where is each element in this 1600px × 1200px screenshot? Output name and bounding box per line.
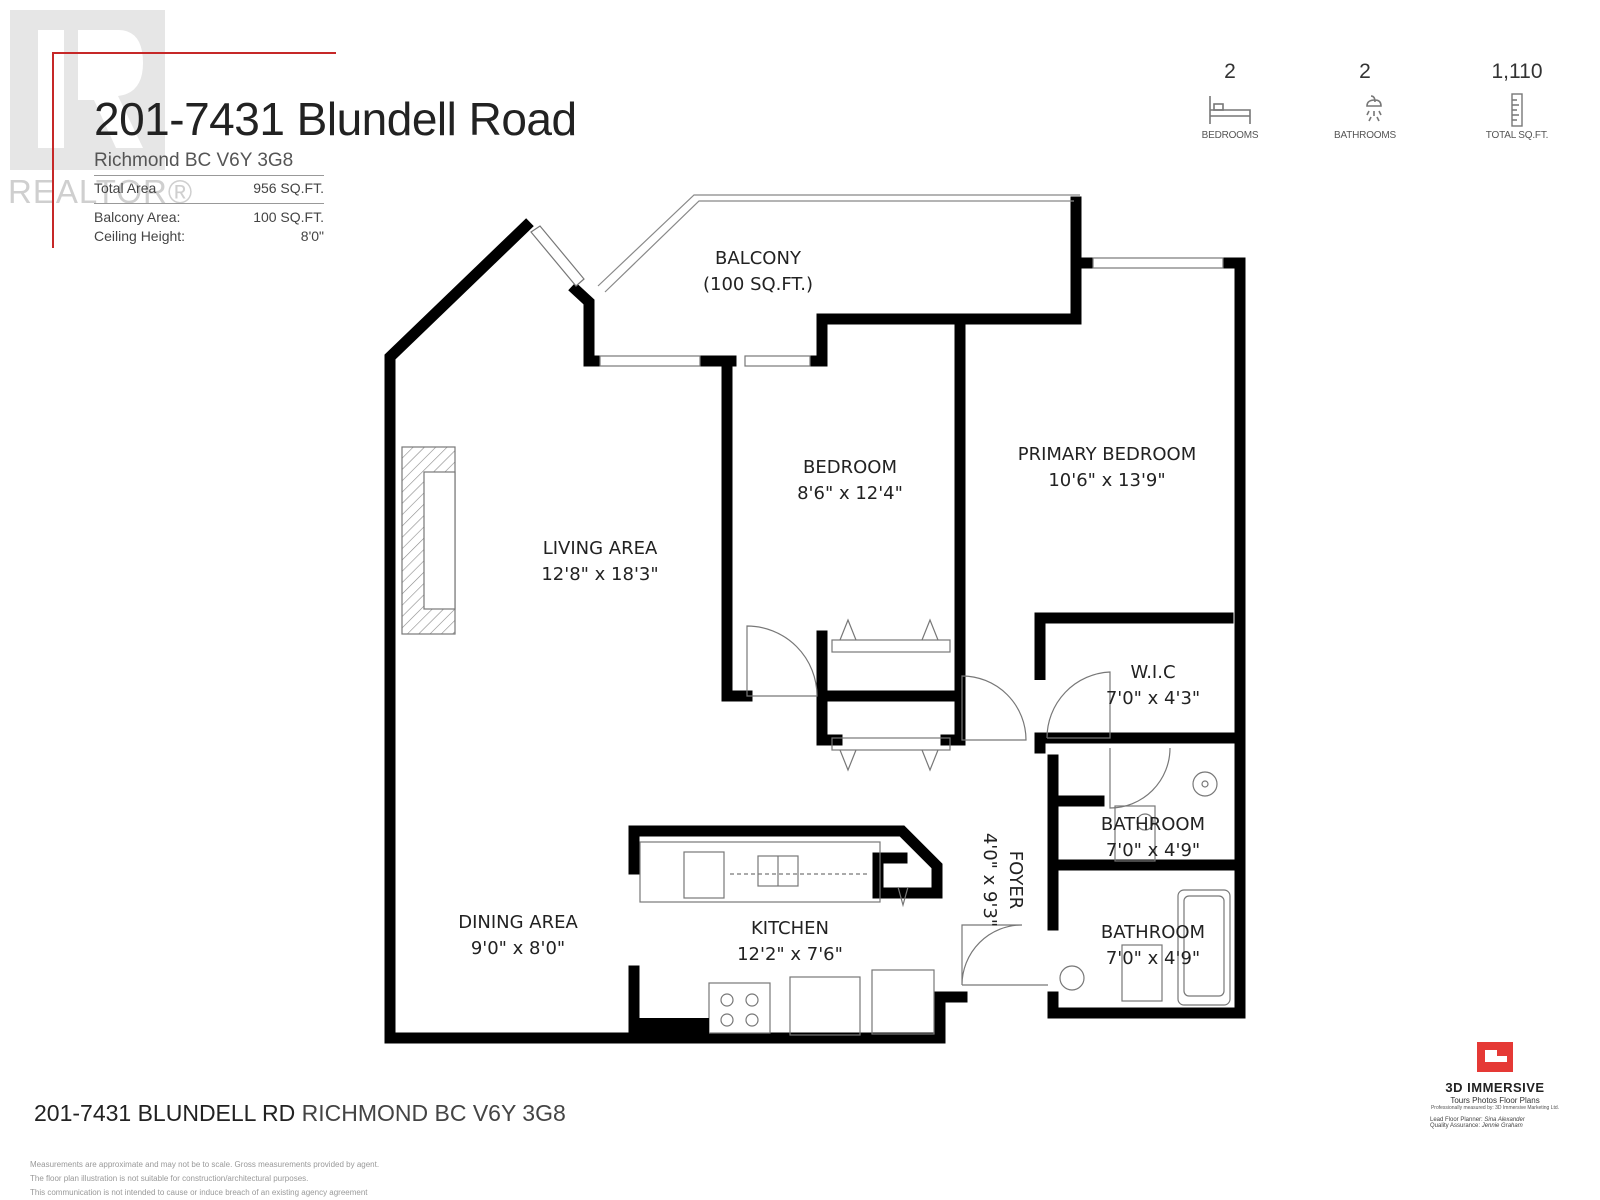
page-subtitle: Richmond BC V6Y 3G8 [94, 150, 294, 171]
room-primary-bedroom-size: 10'6" x 13'9" [1048, 470, 1165, 491]
room-kitchen-name: KITCHEN [751, 918, 829, 939]
stat-bedrooms-value: 2 [1224, 60, 1236, 83]
room-wic-name: W.I.C [1130, 662, 1175, 683]
room-living-area-size: 12'8" x 18'3" [541, 564, 658, 585]
total-area-row: Total Area 956 SQ.FT. [94, 180, 324, 196]
brand-tagline: Tours Photos Floor Plans [1450, 1096, 1540, 1105]
brand-logo-icon [1475, 1040, 1515, 1074]
stat-total-sqft: 1,110 TOTAL SQ.FT. [1457, 60, 1577, 141]
ceiling-height-value: 8'0" [300, 228, 324, 244]
windows [530, 225, 1224, 367]
fireplace [401, 446, 456, 635]
room-bathroom-2-size: 7'0" x 4'9" [1106, 948, 1200, 969]
balcony-outline [597, 194, 1080, 293]
stat-total-sqft-label: TOTAL SQ.FT. [1485, 130, 1549, 141]
door-swings [746, 625, 1171, 986]
quality-signature: Jennie Graham [1481, 1123, 1523, 1129]
disclaimer-line: Measurements are approximate and may not… [30, 1160, 380, 1169]
balcony-area-value: 100 SQ.FT. [253, 209, 324, 225]
footer-address-city: RICHMOND BC V6Y 3G8 [301, 1100, 566, 1126]
room-primary-bedroom-name: PRIMARY BEDROOM [1018, 444, 1197, 465]
brand-quality-assurance: Quality Assurance: Jennie Graham [1430, 1123, 1560, 1129]
stat-bathrooms-value: 2 [1359, 60, 1371, 83]
room-wic-size: 7'0" x 4'3" [1106, 688, 1200, 709]
divider [94, 175, 324, 176]
kitchen-counter-block [634, 1018, 709, 1038]
disclaimer-line: This communication is not intended to ca… [30, 1188, 368, 1197]
total-area-value: 956 SQ.FT. [253, 180, 324, 196]
room-bedroom-size: 8'6" x 12'4" [797, 483, 903, 504]
accent-line-vertical [52, 52, 54, 248]
brand-name: 3D IMMERSIVE [1445, 1080, 1545, 1095]
bathroom-fixtures [1059, 771, 1231, 1006]
kitchen-fixtures [639, 841, 935, 1036]
stat-total-sqft-value: 1,110 [1491, 60, 1543, 83]
stat-bathrooms: 2 BATHROOMS [1305, 60, 1425, 141]
lead-planner-signature: Sina Alexander [1484, 1117, 1525, 1123]
room-dining-area-name: DINING AREA [458, 912, 578, 933]
room-foyer-size: 4'0" x 9'3" [979, 833, 1000, 927]
footer-address-street: 201-7431 BLUNDELL RD [34, 1100, 296, 1126]
room-bedroom-name: BEDROOM [803, 457, 897, 478]
lead-planner-label: Lead Floor Planner: [1430, 1117, 1483, 1123]
ruler-icon [1457, 92, 1577, 128]
room-foyer-name: FOYER [1005, 851, 1026, 909]
room-kitchen-size: 12'2" x 7'6" [737, 944, 843, 965]
closet-doors [831, 618, 951, 772]
room-living-area-name: LIVING AREA [543, 538, 658, 559]
disclaimer-line: The floor plan illustration is not suita… [30, 1174, 309, 1183]
balcony-area-label: Balcony Area: [94, 209, 181, 225]
stat-bathrooms-label: BATHROOMS [1334, 130, 1396, 141]
brand-block: 3D IMMERSIVE Tours Photos Floor Plans Pr… [1430, 1040, 1560, 1129]
room-bathroom-1-name: BATHROOM [1101, 814, 1205, 835]
quality-label: Quality Assurance: [1430, 1123, 1481, 1129]
stat-bedrooms-label: BEDROOMS [1201, 130, 1259, 141]
stat-bedrooms: 2 BEDROOMS [1170, 60, 1290, 141]
room-balcony-name: BALCONY [715, 248, 802, 269]
page-title: 201-7431 Blundell Road [94, 93, 577, 145]
footer-address: 201-7431 BLUNDELL RD RICHMOND BC V6Y 3G8 [34, 1100, 566, 1127]
accent-line-horizontal [52, 52, 336, 54]
room-balcony-size: (100 SQ.FT.) [703, 274, 813, 295]
ceiling-height-row: Ceiling Height: 8'0" [94, 228, 324, 244]
total-area-label: Total Area [94, 180, 157, 196]
ceiling-height-label: Ceiling Height: [94, 228, 186, 244]
brand-lead-planner: Lead Floor Planner: Sina Alexander [1430, 1117, 1560, 1123]
bed-icon [1170, 92, 1290, 128]
room-bathroom-2-name: BATHROOM [1101, 922, 1205, 943]
divider [94, 203, 324, 204]
room-dining-area-size: 9'0" x 8'0" [471, 938, 565, 959]
balcony-area-row: Balcony Area: 100 SQ.FT. [94, 209, 324, 225]
shower-icon [1305, 92, 1425, 128]
brand-measured-by: Professionally measured by: 3D Immersive… [1430, 1105, 1560, 1111]
room-bathroom-1-size: 7'0" x 4'9" [1106, 840, 1200, 861]
